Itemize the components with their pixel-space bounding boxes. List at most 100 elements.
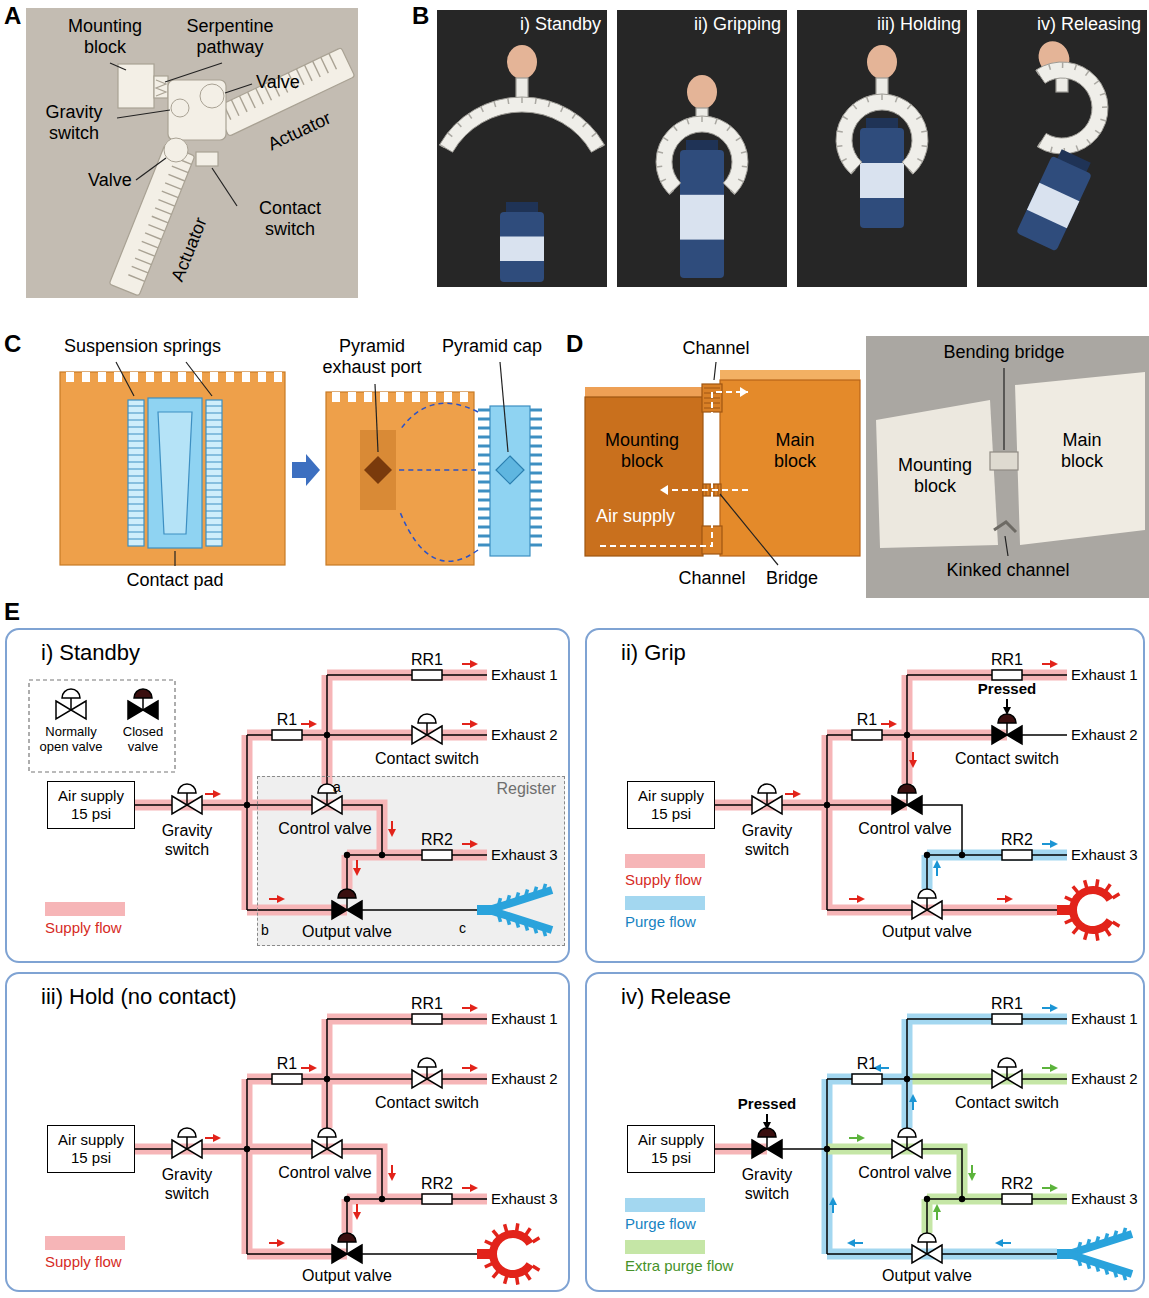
valve-actuator [338,1233,356,1242]
box-label: Air supply 15 psi [631,1131,711,1167]
valve-symbol [128,689,158,719]
pipe-line [246,1079,248,1254]
component-label: Control valve [278,820,371,839]
valve-stem [926,898,928,910]
actuator-tooth [132,266,148,273]
component-label: c [459,920,466,937]
junction-dot [244,1146,250,1152]
spring-coil [128,476,144,477]
valve-symbol [332,1233,362,1263]
legend-swatch [45,1236,125,1250]
actuator-symbol [1057,1228,1132,1280]
pipe-line [326,675,328,735]
actuator-tooth [1106,929,1110,936]
actuator-tooth [921,131,927,132]
legend-label: Supply flow [625,871,702,889]
legend-swatch [625,1240,705,1254]
actuator-tooth [517,1223,518,1231]
flow-arrowhead [829,1197,837,1205]
valve-actuator [758,784,776,793]
spring-tooth [478,535,490,538]
resistor-symbol [412,1014,442,1024]
component-label: Exhaust 1 [1071,666,1138,684]
leader-line [1003,368,1004,450]
part-label: Bending bridge [943,342,1064,363]
valve-symbol [172,784,202,814]
actuator-body [1069,886,1113,934]
pipe-line [826,1079,828,1254]
actuator-tooth [516,919,519,928]
valve-body [332,1245,362,1263]
air-supply-box: Air supply 15 psi [47,781,135,829]
actuator-tooth [481,106,484,111]
bottle-label [860,163,904,198]
spring-tooth [478,427,490,430]
actuator-tooth [841,159,846,162]
spring-tooth [530,517,542,520]
flow-band [902,1019,913,1079]
flow-arrowhead [277,895,285,903]
spring-tooth [530,535,542,538]
suspension-spring [206,400,222,546]
flow-arrowhead [470,720,478,728]
actuator-tooth [505,1224,507,1232]
component-label: R1 [857,1055,877,1074]
spring-coil [206,406,222,407]
flow-band [322,675,333,735]
component-label: R1 [857,711,877,730]
assembly-path [400,512,478,561]
component-label: Contact switch [375,750,479,769]
circuit-panel: iii) Hold (no contact)Air supply 15 psiR… [5,972,570,1292]
flow-arrowhead [909,1094,917,1102]
gripper-actuators [1036,62,1108,154]
actuator-tooth [543,927,546,936]
spring-tooth [478,418,490,421]
housing-notch [348,392,356,402]
valve-body [992,726,1022,744]
actuator-tooth [534,924,537,933]
bottle [1016,147,1096,252]
actuator-tooth [329,53,337,69]
spring-coil [206,511,222,512]
pipe-line [347,1253,477,1255]
air-path [660,489,748,491]
spring-tooth [478,463,490,466]
actuator-body [489,910,552,930]
housing-notch [146,372,154,382]
actuator-tooth [155,208,171,215]
legend-swatch [625,896,705,910]
actuator-tooth [534,887,537,896]
junction-dot [959,1196,965,1202]
actuator-tooth [673,126,677,131]
valve-body [892,1140,922,1158]
spring-tooth [478,454,490,457]
resistor-symbol [422,850,452,860]
valve-actuator [178,1128,196,1137]
valve-actuator [898,1128,916,1137]
valve-actuator [918,889,936,898]
spring-coil [206,483,222,484]
spring-tooth [530,436,542,439]
flow-band [827,730,907,741]
valve-body [172,796,202,814]
pipe-line [906,1019,908,1079]
actuator-tooth [1114,1231,1117,1240]
resistor-symbol [852,730,882,740]
spring-coil [128,483,144,484]
component-label: Exhaust 1 [491,1010,558,1028]
valve-body [912,1245,942,1263]
bottle-label [680,195,724,240]
valve-body [752,1140,782,1158]
spring-coil [128,427,144,428]
serpentine-path [156,80,166,96]
spring-coil [206,504,222,505]
flow-band [342,855,353,889]
component-label: a [333,779,341,796]
actuator-tooth [583,122,587,126]
panel-title: i) Standby [41,640,140,666]
valve-actuator [134,689,152,698]
actuator-tooth [836,145,842,147]
component-label: Exhaust 3 [491,1190,558,1208]
housing-notch [130,372,138,382]
flow-arrowhead [889,720,897,728]
